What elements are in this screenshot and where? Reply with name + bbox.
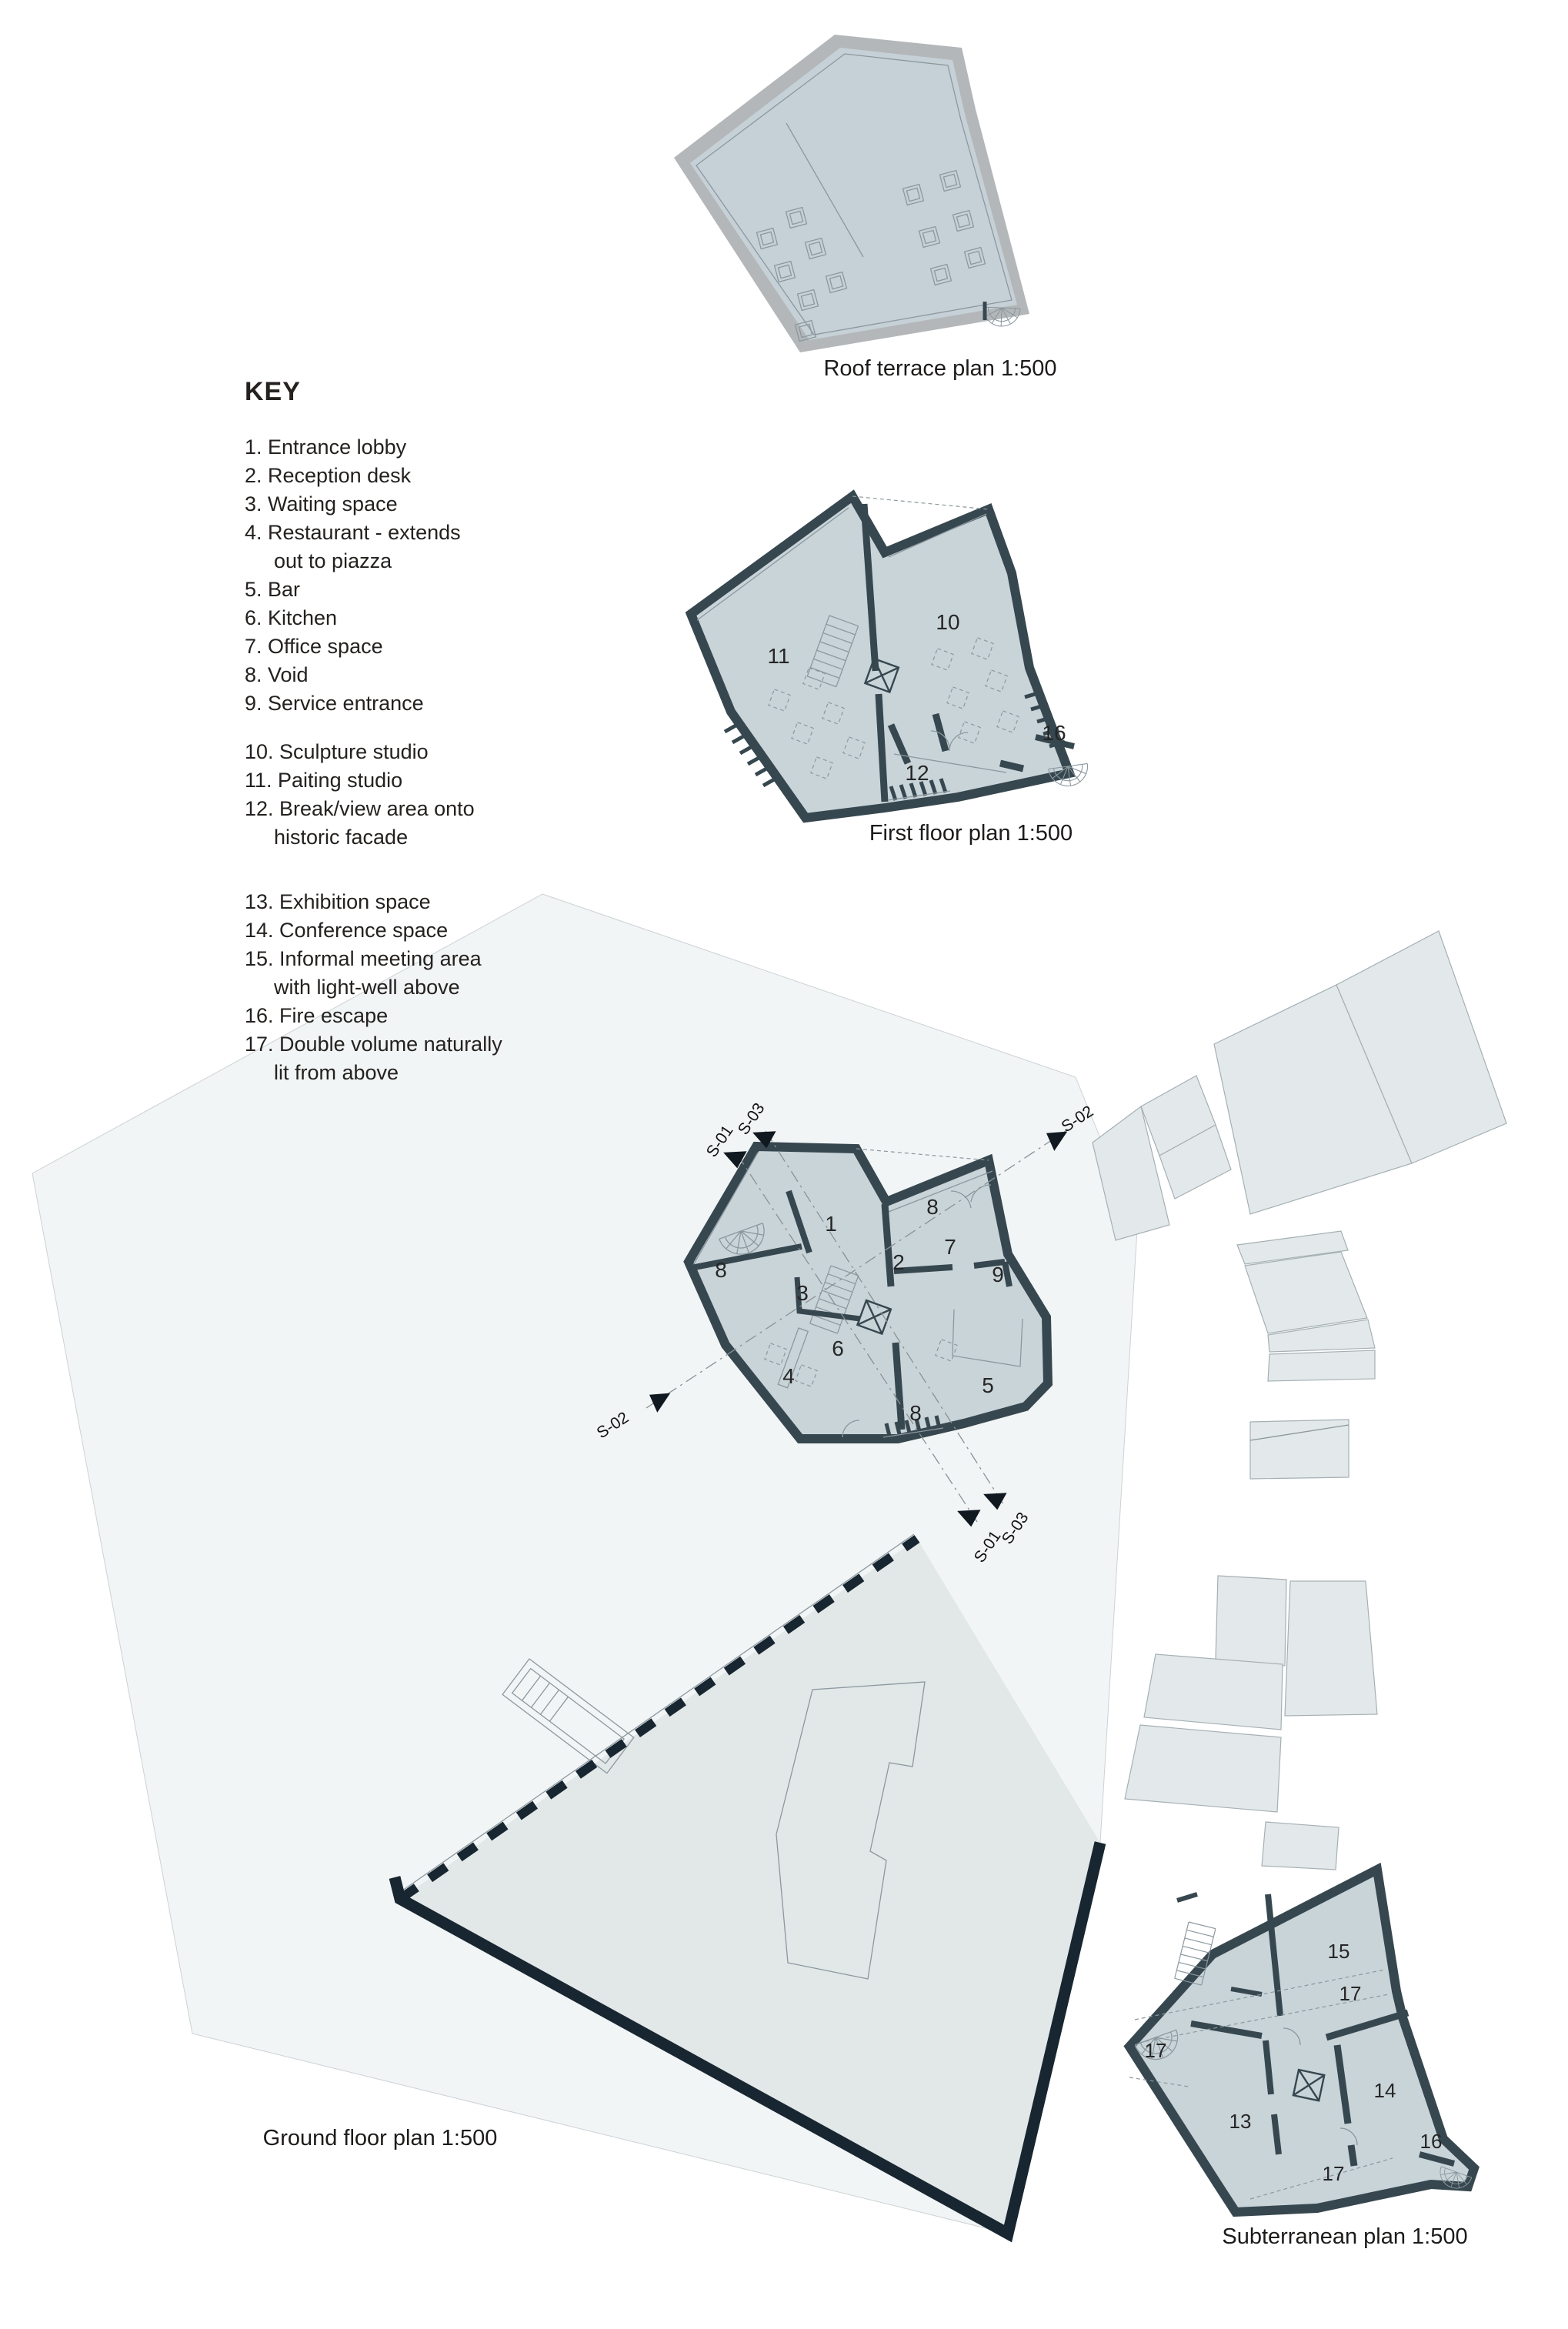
door-arc: [930, 730, 969, 752]
key-item-wrap: historic facade: [274, 826, 409, 849]
louver-ticks: [884, 1415, 942, 1436]
ground-floor-title: Ground floor plan 1:500: [263, 2126, 498, 2150]
key-item: 11. Paiting studio: [245, 769, 403, 792]
room-label: 15: [1328, 1940, 1350, 1963]
section-line-s01: [736, 1153, 978, 1523]
louver-ticks: [1024, 690, 1066, 749]
central-spine-wall: [860, 503, 889, 802]
room-label: 1: [825, 1212, 837, 1236]
room-label: 6: [832, 1336, 844, 1360]
kitchen-counter: [777, 1327, 809, 1389]
section-line-s03: [765, 1130, 1006, 1507]
key-group-sub: 13. Exhibition space 14. Conference spac…: [245, 888, 568, 1087]
piazza-edge-line: [396, 1533, 915, 1895]
room-label: 17: [1339, 1982, 1362, 2005]
room-label: 7: [944, 1235, 956, 1259]
room-label: 3: [796, 1281, 809, 1305]
key-item: 8. Void: [245, 663, 309, 686]
key-item: 10. Sculpture studio: [245, 740, 429, 763]
room-label: 2: [892, 1250, 905, 1274]
key-item: 2. Reception desk: [245, 464, 412, 487]
waiting-space-wall: [794, 1276, 861, 1322]
key-item: 16. Fire escape: [245, 1004, 389, 1027]
key-item-wrap: lit from above: [274, 1061, 399, 1084]
key-group-ground: 1. Entrance lobby 2. Reception desk 3. W…: [245, 433, 568, 718]
void-dashed-line: [856, 1148, 989, 1161]
key-item: 4. Restaurant - extends: [245, 521, 461, 544]
key-item: 9. Service entrance: [245, 692, 424, 715]
key-item: 1. Entrance lobby: [245, 435, 407, 459]
door-arc: [842, 1184, 992, 1438]
balcony-ticks: [889, 778, 948, 801]
void-dashed-line: [852, 495, 989, 510]
key-item: 7. Office space: [245, 635, 383, 658]
first-floor-plan: 11 10 12 16 First floor plan 1:500: [685, 489, 1091, 846]
key-item: 17. Double volume naturally: [245, 1033, 502, 1056]
room-label: 5: [982, 1373, 994, 1397]
central-spine-wall: [881, 1203, 906, 1430]
key-item: 5. Bar: [245, 578, 301, 601]
room-partition-walls: [887, 712, 1025, 772]
bar-counter: [952, 1309, 1023, 1367]
subterranean-plan: 15 17 17 14 13 16 17 Subterranean plan 1…: [1123, 1862, 1480, 2249]
first-floor-title: First floor plan 1:500: [869, 821, 1073, 846]
room-label: 17: [1145, 2039, 1167, 2062]
roof-terrace-plan: Roof terrace plan 1:500: [674, 35, 1057, 381]
louver-ticks: [723, 722, 777, 788]
key-item-wrap: with light-well above: [274, 976, 460, 999]
historic-facade-dashed-wall: [397, 1535, 920, 1903]
building-footprint-ghost-outline: [776, 1681, 926, 1980]
key-item-wrap: out to piazza: [274, 549, 392, 572]
piazza: [389, 1533, 1106, 2243]
key-item: 13. Exhibition space: [245, 890, 431, 913]
office-walls: [893, 1259, 1013, 1287]
room-label: 16: [1042, 721, 1066, 745]
key-item: 14. Conference space: [245, 919, 449, 942]
conference-walls: [1325, 2009, 1410, 2167]
room-label: 12: [905, 761, 929, 785]
room-label: 4: [782, 1364, 795, 1388]
key-item: 3. Waiting space: [245, 492, 398, 516]
room-label: 11: [767, 644, 789, 668]
roof-ridge-line: [786, 122, 864, 258]
room-label: 8: [909, 1401, 922, 1425]
meeting-area-wall: [1265, 1894, 1283, 2017]
key-heading: KEY: [245, 377, 301, 406]
subterranean-title: Subterranean plan 1:500: [1222, 2224, 1467, 2249]
stair-walls: [1176, 1892, 1263, 1997]
piazza-wall: [389, 1841, 1106, 2243]
key-item: 6. Kitchen: [245, 606, 338, 629]
room-label: 13: [1229, 2110, 1252, 2133]
fire-escape-wall: [1418, 2151, 1456, 2167]
door-arc: [1283, 2027, 1358, 2146]
double-volume-dashed-lines: [1129, 1969, 1393, 2200]
room-label: 8: [715, 1258, 727, 1282]
room-label: 14: [1374, 2079, 1396, 2102]
fire-escape-wall: [1035, 734, 1075, 749]
room-label: 16: [1420, 2130, 1443, 2153]
key-item: 12. Break/view area onto: [245, 797, 475, 820]
room-label: 8: [926, 1195, 939, 1219]
roof-plan-title: Roof terrace plan 1:500: [823, 356, 1056, 381]
key-legend: KEY 1. Entrance lobby 2. Reception desk …: [245, 377, 568, 1087]
room-label: 17: [1323, 2162, 1345, 2185]
room-label: 9: [992, 1263, 1004, 1286]
key-group-first: 10. Sculpture studio 11. Paiting studio …: [245, 738, 568, 852]
context-buildings: [1092, 930, 1507, 1870]
lobby-walls: [690, 1190, 812, 1271]
exhibition-walls: [1190, 2020, 1282, 2155]
room-label: 10: [936, 610, 959, 634]
key-item: 15. Informal meeting area: [245, 947, 482, 970]
